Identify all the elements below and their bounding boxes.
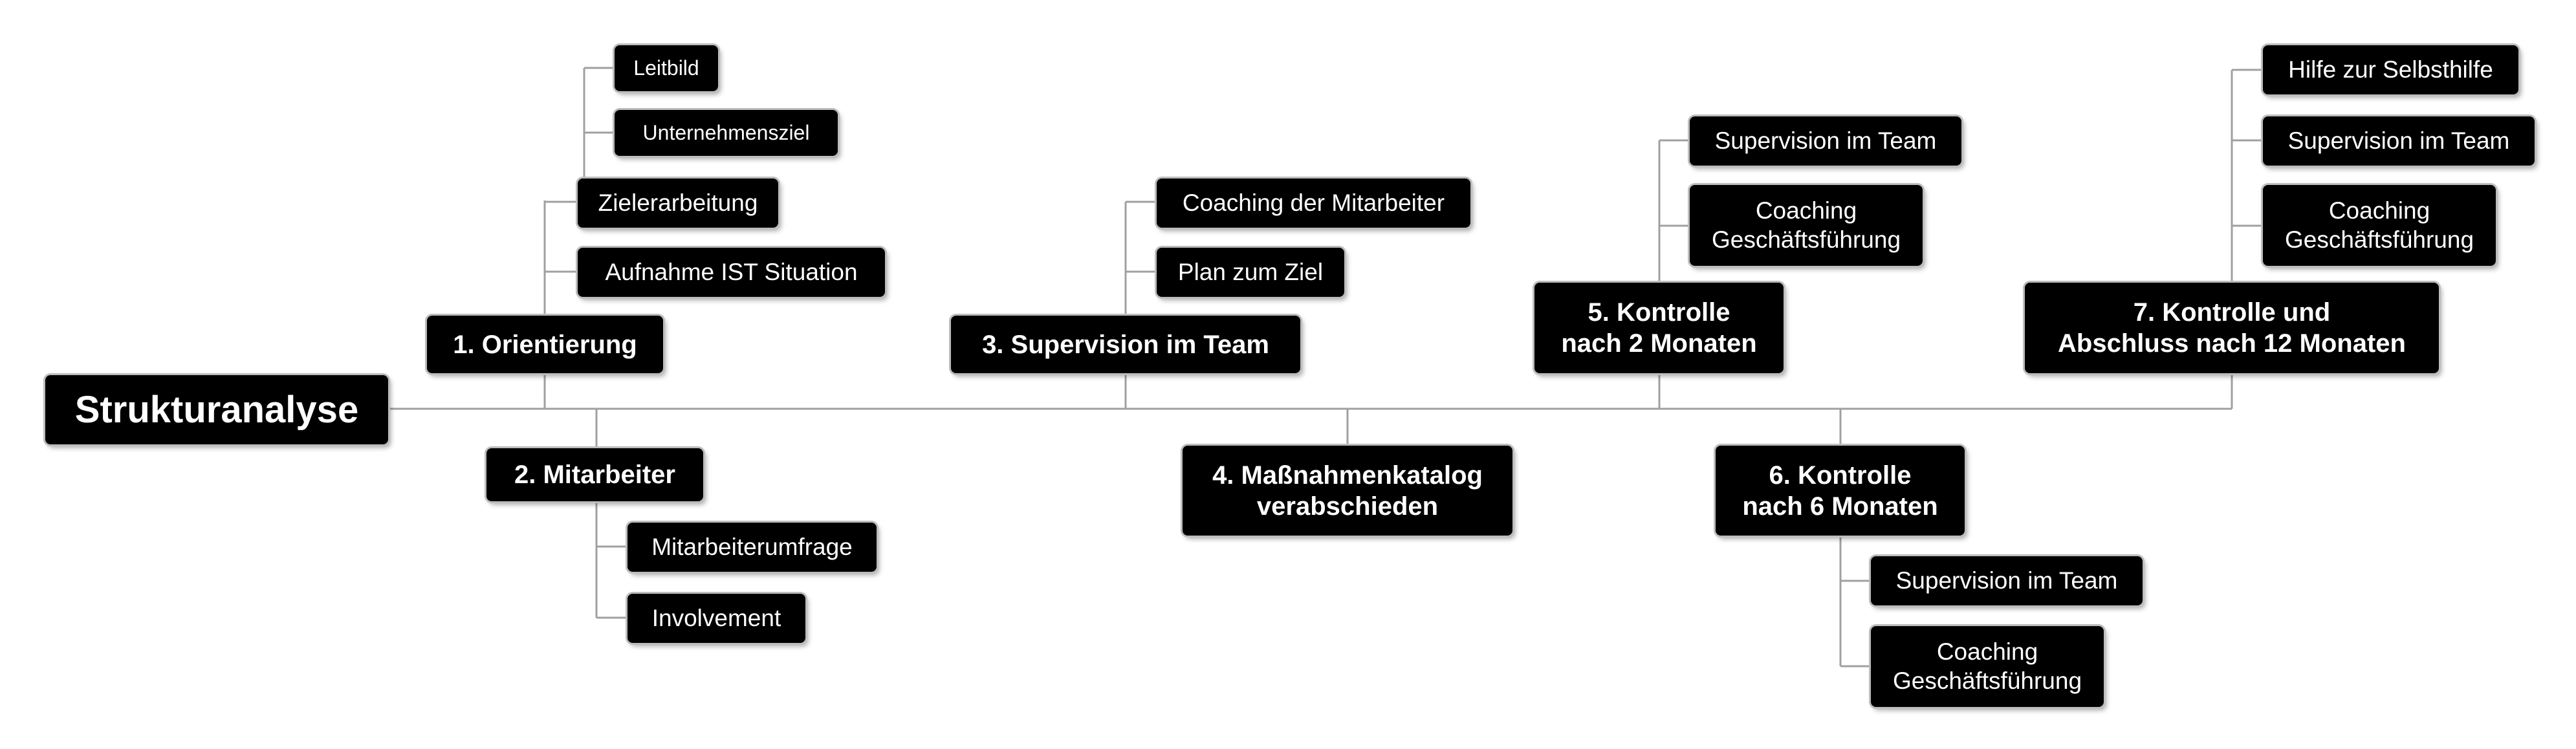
grandchild-node-unternehmensziel[interactable]: Unternehmensziel: [615, 110, 838, 156]
child-node-coaching-gf-5[interactable]: Coaching Geschäftsführung: [1690, 185, 1923, 266]
branch-node-kontrolle-12[interactable]: 7. Kontrolle und Abschluss nach 12 Monat…: [2025, 283, 2439, 373]
grandchild-node-leitbild[interactable]: Leitbild: [615, 45, 718, 91]
child-node-mitarbeiterumfrage[interactable]: Mitarbeiterumfrage: [628, 523, 877, 572]
branch-node-mitarbeiter[interactable]: 2. Mitarbeiter: [486, 448, 703, 501]
child-node-coaching-gf-6[interactable]: Coaching Geschäftsführung: [1871, 626, 2104, 707]
branch-node-kontrolle-6[interactable]: 6. Kontrolle nach 6 Monaten: [1716, 446, 1965, 536]
root-node[interactable]: Strukturanalyse: [45, 375, 388, 444]
child-node-coaching-gf-7[interactable]: Coaching Geschäftsführung: [2263, 185, 2496, 266]
branch-node-orientierung[interactable]: 1. Orientierung: [427, 316, 663, 373]
branch-node-massnahmenkatalog[interactable]: 4. Maßnahmenkatalog verabschieden: [1183, 446, 1512, 536]
child-node-supervision-team-5[interactable]: Supervision im Team: [1690, 116, 1961, 166]
child-node-hilfe-selbsthilfe[interactable]: Hilfe zur Selbsthilfe: [2263, 45, 2518, 94]
child-node-supervision-team-7[interactable]: Supervision im Team: [2263, 116, 2535, 166]
branch-node-kontrolle-2[interactable]: 5. Kontrolle nach 2 Monaten: [1534, 283, 1784, 373]
child-node-plan-zum-ziel[interactable]: Plan zum Ziel: [1157, 248, 1344, 297]
child-node-coaching-mitarbeiter[interactable]: Coaching der Mitarbeiter: [1157, 179, 1470, 228]
child-node-aufnahme-ist[interactable]: Aufnahme IST Situation: [578, 248, 885, 297]
child-node-supervision-team-6[interactable]: Supervision im Team: [1871, 556, 2143, 605]
branch-node-supervision[interactable]: 3. Supervision im Team: [951, 316, 1300, 373]
child-node-zielerarbeitung[interactable]: Zielerarbeitung: [578, 179, 778, 228]
child-node-involvement[interactable]: Involvement: [628, 594, 805, 643]
